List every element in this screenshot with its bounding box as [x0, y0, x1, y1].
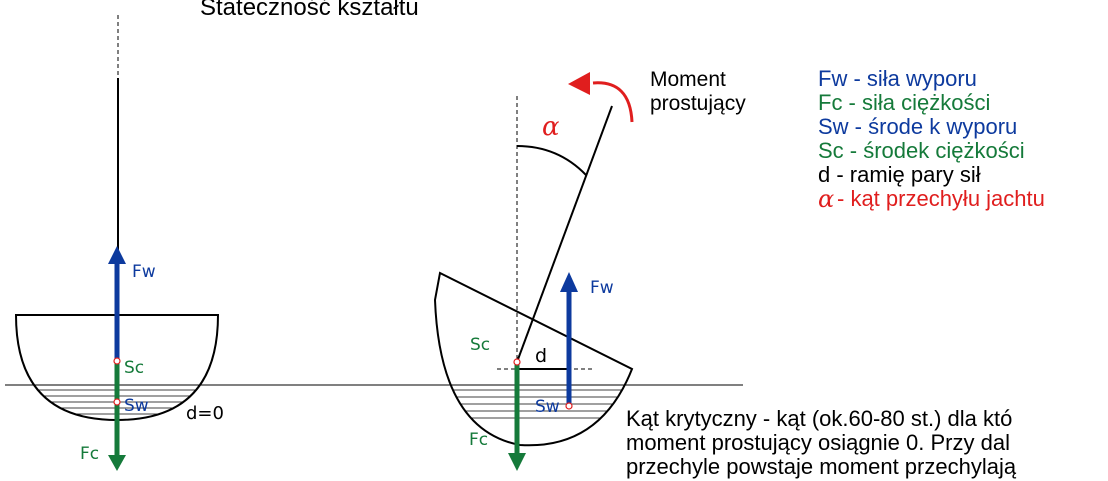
heeled-hull-group: α Moment prostujący d Fw Sc Sw Fc	[433, 68, 746, 471]
righting-moment-label-1: Moment	[650, 68, 726, 91]
heeled-sw-point	[565, 402, 573, 410]
heeled-hull	[433, 271, 634, 447]
legend-item: Fc - siła ciężkości	[818, 90, 990, 115]
note-line: Kąt krytyczny - kąt (ok.60-80 st.) dla k…	[626, 406, 1012, 431]
righting-moment-label-2: prostujący	[650, 92, 746, 115]
upright-sw-label: Sw	[124, 396, 149, 416]
upright-fw-arrowhead	[108, 246, 126, 264]
critical-angle-note: Kąt krytyczny - kąt (ok.60-80 st.) dla k…	[626, 406, 1017, 479]
heeled-fc-arrowhead	[508, 453, 526, 471]
legend-alpha-symbol: α	[818, 185, 834, 213]
legend-item: d - ramię pary sił	[818, 162, 981, 187]
heeled-fw-label: Fw	[590, 278, 614, 298]
heeled-mast	[516, 105, 613, 363]
heel-angle-arc	[516, 145, 587, 176]
upright-fc-label: Fc	[80, 444, 99, 464]
note-line: moment prostujący osiągnie 0. Przy dal	[626, 430, 1010, 455]
heeled-sw-label: Sw	[535, 397, 560, 417]
note-line: przechyle powstaje moment przechylają	[626, 454, 1017, 479]
legend: Fw - siła wyporu Fc - siła ciężkości Sw …	[818, 66, 1045, 213]
legend-item: Sw - środe k wyporu	[818, 114, 1017, 139]
heeled-sc-point	[513, 358, 521, 366]
heeled-sc-label: Sc	[470, 335, 490, 355]
upright-hull-group: Fw Sc Sw Fc d=0	[14, 15, 224, 471]
upright-sw-point	[113, 398, 121, 406]
legend-alpha-text: - kąt przechyłu jachtu	[837, 186, 1045, 211]
upright-sc-point	[113, 357, 121, 365]
righting-moment-arrowhead	[568, 72, 590, 95]
upright-sc-label: Sc	[124, 358, 144, 378]
righting-moment-arrow	[592, 81, 634, 123]
heel-angle-alpha: α	[542, 112, 560, 142]
upright-fw-label: Fw	[132, 262, 156, 282]
upright-fc-arrowhead	[108, 455, 126, 471]
lever-arm-d-label: d	[535, 345, 547, 367]
heeled-fc-label: Fc	[469, 430, 488, 450]
upright-d-label: d=0	[186, 403, 224, 424]
legend-item: Fw - siła wyporu	[818, 66, 977, 91]
page-title: Stateczność kształtu	[200, 0, 419, 21]
legend-item: Sc - środek ciężkości	[818, 138, 1025, 163]
heeled-fw-arrowhead	[560, 272, 578, 292]
